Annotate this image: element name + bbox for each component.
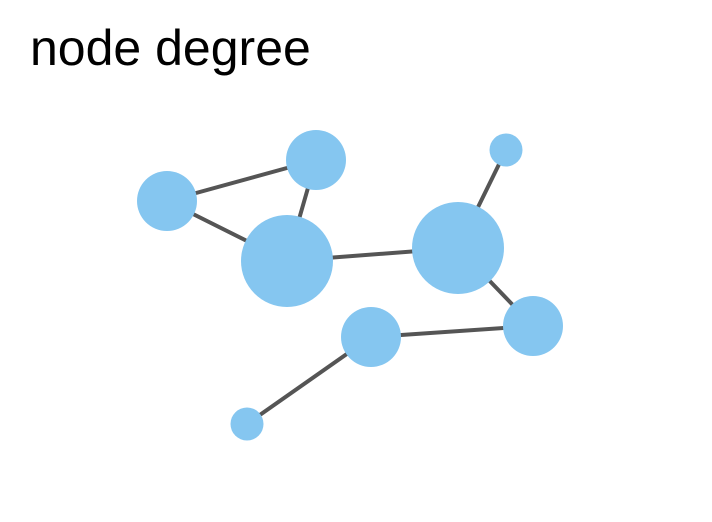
graph-node-n7 [341,307,401,367]
graph-node-n2 [286,130,346,190]
graph-node-n5 [489,133,523,167]
graph-node-n8 [230,407,264,441]
graph-node-n6 [503,296,563,356]
graph-node-n1 [137,171,197,231]
node-layer [137,130,563,441]
graph-node-n4 [412,202,504,294]
diagram-title: node degree [30,20,311,76]
graph-node-n3 [241,215,333,307]
